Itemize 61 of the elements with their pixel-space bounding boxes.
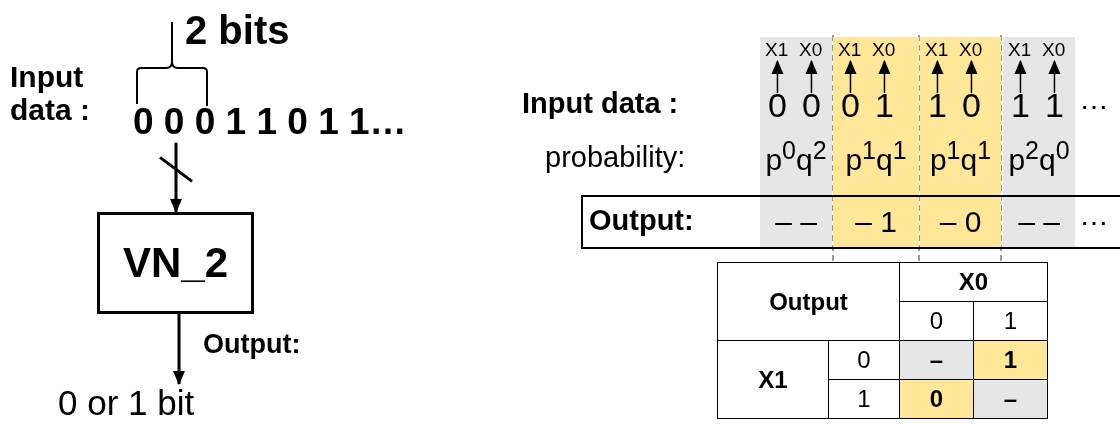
- arrow: [965, 59, 978, 94]
- bit-digit: 0: [841, 87, 860, 125]
- table-cell: 1: [973, 301, 1048, 341]
- bit-label: X0: [872, 40, 896, 61]
- arrow: [805, 59, 818, 94]
- probability-label: probability:: [545, 142, 686, 174]
- column-band: [1003, 37, 1075, 247]
- output-value: – 0: [938, 205, 983, 238]
- output-frame: [581, 195, 1120, 249]
- header-cell: X1: [717, 340, 829, 419]
- input-data-label: Input data :: [10, 60, 91, 126]
- process-box: VN_2: [97, 212, 254, 314]
- brace-label: 2 bits: [185, 8, 290, 52]
- bit-label: X0: [959, 40, 983, 61]
- probability-text: p$^{0}$q$^{2}$: [764, 137, 828, 176]
- edge-label: Output:: [203, 330, 301, 360]
- output-value: – –: [1017, 205, 1061, 238]
- bit-sequence: 0 0 0 1 1 0 1 1…: [133, 102, 407, 143]
- bit-label: X1: [765, 40, 789, 61]
- arrow: [771, 59, 784, 94]
- table-cell: 1: [828, 379, 900, 419]
- table-cell: 0: [899, 301, 974, 341]
- bit-label: X0: [1042, 40, 1066, 61]
- input-data-label: Input data :: [522, 88, 679, 120]
- table-cell: 0: [899, 379, 974, 419]
- bit-label: X1: [838, 40, 862, 61]
- table-cell: –: [899, 340, 974, 380]
- header-cell: X0: [899, 262, 1048, 302]
- bit-digit: 1: [928, 87, 947, 125]
- probability-text: p$^{1}$q$^{1}$: [928, 137, 993, 176]
- bit-label: X1: [1008, 40, 1032, 61]
- probability-text: p$^{2}$q$^{0}$: [1007, 137, 1071, 176]
- table-cell: 1: [973, 340, 1048, 380]
- output-value: – –: [774, 205, 818, 238]
- header-cell: Output: [717, 262, 900, 341]
- bit-label: X1: [925, 40, 949, 61]
- table-cell: 0: [828, 340, 900, 380]
- output-row-label: Output:: [589, 205, 694, 237]
- arrow: [878, 59, 891, 94]
- bit-digit: 1: [1011, 87, 1030, 125]
- column-band: [760, 37, 832, 247]
- ellipsis: ⋯: [1080, 92, 1108, 123]
- bit-digit: 1: [1045, 87, 1064, 125]
- arrow: [173, 314, 185, 385]
- bit-digit: 0: [962, 87, 981, 125]
- arrow: [931, 59, 944, 94]
- bit-digit: 0: [802, 87, 821, 125]
- column-band: [920, 37, 1001, 247]
- arrow: [170, 142, 182, 213]
- arrow: [1014, 59, 1027, 94]
- column-band: [833, 37, 919, 247]
- ellipsis: ⋯: [1080, 208, 1108, 239]
- bit-label: X0: [799, 40, 823, 61]
- probability-text: p$^{1}$q$^{1}$: [844, 137, 908, 176]
- table-cell: –: [973, 379, 1048, 419]
- bit-digit: 0: [768, 87, 787, 125]
- arrow: [844, 59, 857, 94]
- output-value: – 1: [854, 205, 898, 238]
- output-text: 0 or 1 bit: [58, 384, 195, 423]
- bit-digit: 1: [875, 87, 894, 125]
- arrow: [1048, 59, 1061, 94]
